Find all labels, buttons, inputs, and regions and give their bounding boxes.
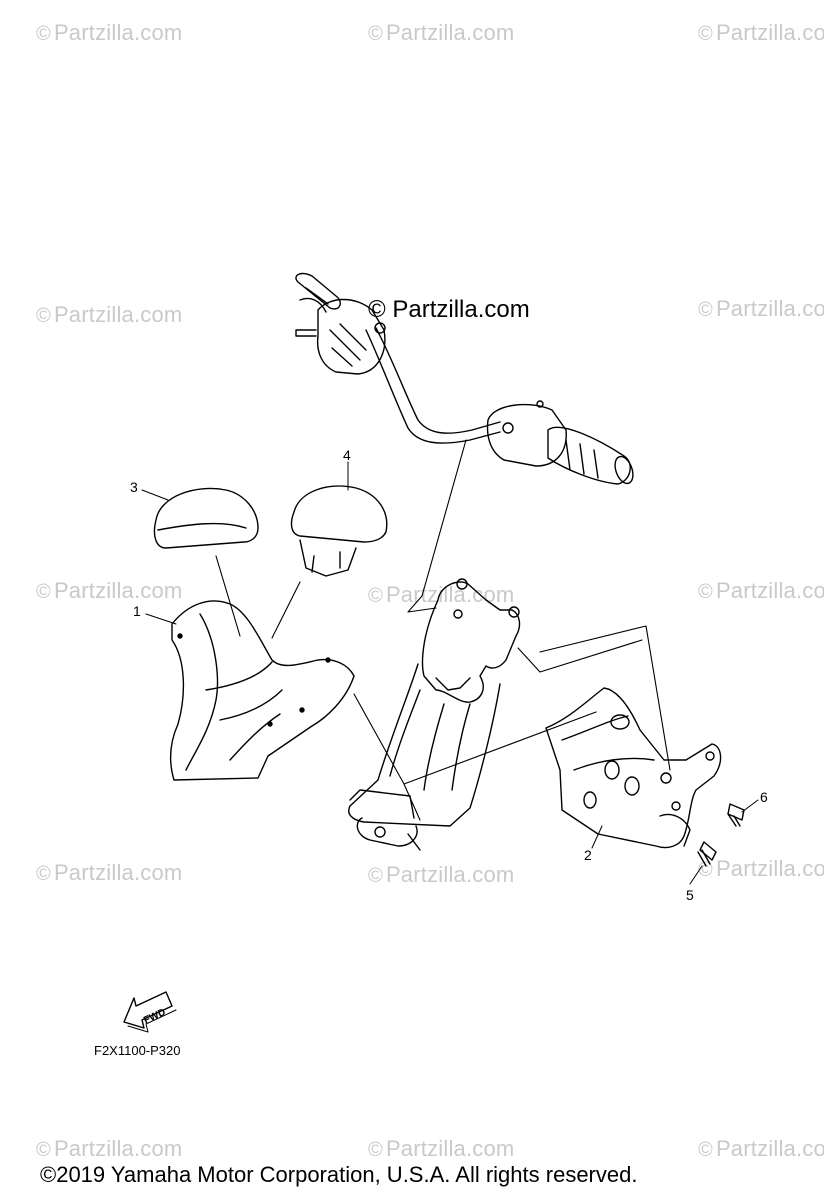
leader-line	[407, 439, 467, 613]
handlebar-assembly	[295, 272, 634, 485]
callout-4: 4	[343, 447, 351, 463]
watermark: ©Partzilla.com	[698, 856, 824, 881]
watermark: ©Partzilla.com	[36, 1136, 183, 1161]
callout-3: 3	[130, 479, 138, 495]
leader-line	[353, 693, 421, 821]
partzilla-watermark-main: © Partzilla.com	[368, 296, 530, 323]
watermark: ©Partzilla.com	[36, 860, 183, 885]
callout-5: 5	[686, 887, 694, 903]
callout-2: 2	[584, 847, 592, 863]
part-2-inner-cover	[545, 687, 722, 849]
leader-line	[215, 555, 241, 637]
drawing-code: F2X1100-P320	[94, 1043, 181, 1058]
watermark: ©Partzilla.com	[698, 1136, 824, 1161]
part-1-front-cover	[169, 600, 355, 781]
fwd-label: FWD	[142, 1007, 167, 1027]
watermark: ©Partzilla.com	[368, 582, 515, 607]
leader-line	[403, 711, 597, 785]
watermark: ©Partzilla.com	[698, 296, 824, 321]
callout-6: 6	[760, 789, 768, 805]
callout-1: 1	[133, 603, 141, 619]
watermark: ©Partzilla.com	[698, 578, 824, 603]
steering-column	[348, 578, 521, 851]
leader-line	[271, 581, 301, 639]
watermark: ©Partzilla.com	[368, 20, 515, 45]
watermark: ©Partzilla.com	[36, 578, 183, 603]
copyright-notice: ©2019 Yamaha Motor Corporation, U.S.A. A…	[40, 1162, 638, 1187]
part-6-screw	[727, 803, 745, 827]
watermark: ©Partzilla.com	[368, 862, 515, 887]
part-3-cover	[153, 487, 259, 549]
fwd-arrow-icon: FWD	[123, 991, 177, 1033]
part-4-cover	[290, 485, 388, 577]
watermark: ©Partzilla.com	[368, 1136, 515, 1161]
leader-line	[517, 639, 643, 673]
watermark: ©Partzilla.com	[36, 20, 183, 45]
part-5-screw	[697, 841, 717, 867]
watermark: ©Partzilla.com	[698, 20, 824, 45]
leader-line	[539, 625, 671, 771]
watermark: ©Partzilla.com	[36, 302, 183, 327]
